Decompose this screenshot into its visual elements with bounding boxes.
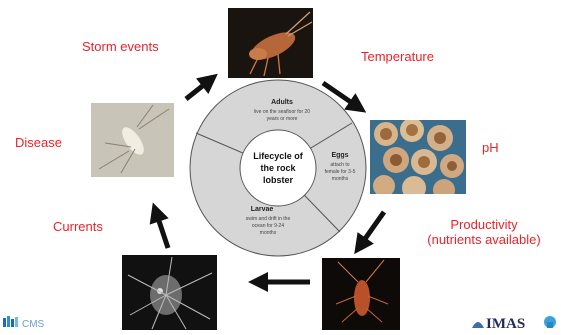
imas-logo-text: IMAS xyxy=(486,316,525,330)
segment-larvae-sub-2: ocean for 9-24 xyxy=(252,223,284,229)
eggs-photo xyxy=(370,120,466,194)
arrow-eggs-to-juvenile xyxy=(360,212,384,246)
segment-eggs-sub-1: attach to xyxy=(330,162,349,168)
segment-adults-sub-1: live on the seafloor for 20 xyxy=(254,109,310,115)
center-line-1: Lifecycle of xyxy=(253,151,304,161)
arrow-larva-to-puerulus xyxy=(156,212,168,248)
segment-adults-sub-2: years or more xyxy=(267,116,298,122)
segment-adults-title: Adults xyxy=(271,99,293,106)
segment-eggs-sub-2: female for 3-5 xyxy=(325,169,356,175)
segment-larvae-title: Larvae xyxy=(251,206,274,213)
adult-lobster-photo xyxy=(228,8,313,78)
arrow-puerulus-to-adults xyxy=(186,80,210,99)
factor-temperature: Temperature xyxy=(361,50,434,65)
factor-productivity-line-1: Productivity xyxy=(414,218,554,233)
cms-logo-text: CMS xyxy=(22,319,45,330)
larva-photo xyxy=(122,255,217,330)
factor-currents: Currents xyxy=(53,220,103,235)
factor-ph: pH xyxy=(482,141,499,156)
factor-disease: Disease xyxy=(15,136,62,151)
segment-eggs-sub-3: months xyxy=(332,176,349,182)
center-line-3: lobster xyxy=(263,175,294,185)
factor-productivity-line-2: (nutrients available) xyxy=(414,233,554,248)
juvenile-lobster-photo xyxy=(322,258,400,330)
center-line-2: the rock xyxy=(260,163,296,173)
puerulus-photo xyxy=(91,103,174,177)
segment-larvae-sub-1: swim and drift in the xyxy=(246,216,291,222)
factor-storm-events: Storm events xyxy=(82,40,159,55)
segment-larvae-sub-3: months xyxy=(260,230,277,236)
segment-eggs-title: Eggs xyxy=(331,152,348,159)
factor-productivity: Productivity (nutrients available) xyxy=(414,218,554,248)
imas-logo: IMAS xyxy=(470,312,560,330)
cms-logo: CMS xyxy=(2,314,58,330)
